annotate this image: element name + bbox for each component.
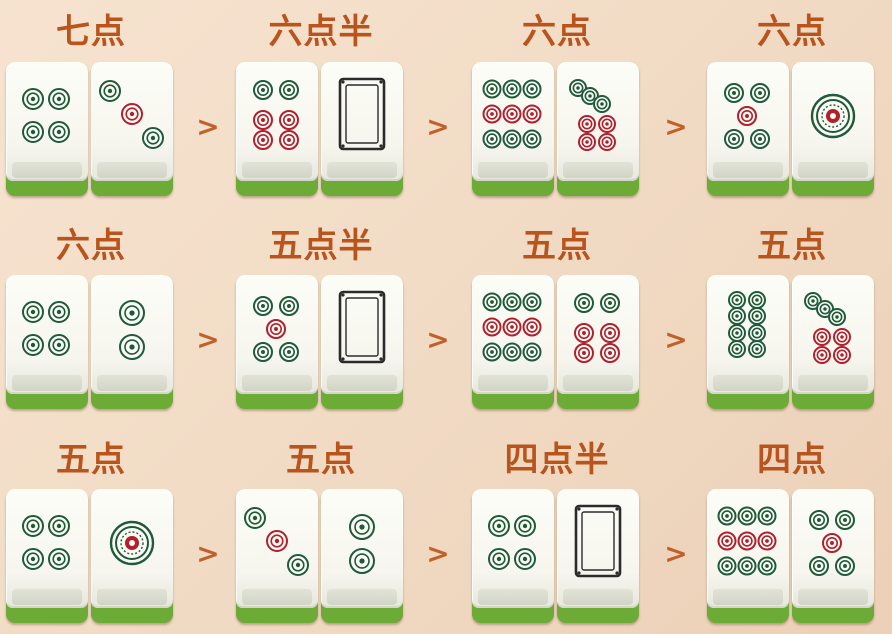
tile-lip	[327, 589, 397, 605]
tile-lip	[478, 162, 548, 178]
tile-lip	[798, 162, 868, 178]
group-rank-title: 四点半	[504, 440, 610, 480]
mahjong-tile-9-circles	[472, 62, 554, 196]
tile-lip	[478, 589, 548, 605]
mahjong-tile-6-circles	[557, 275, 639, 409]
tile-lip	[97, 589, 167, 605]
mahjong-tile-white-dragon	[557, 489, 639, 623]
group-rank-title: 四点	[757, 440, 827, 480]
tile-face	[6, 489, 88, 608]
tile-lip	[563, 589, 633, 605]
tile-lip	[327, 162, 397, 178]
tile-face	[472, 275, 554, 394]
tile-lip	[563, 162, 633, 178]
mahjong-tile-1-circle	[792, 62, 874, 196]
group-rank-title: 五点	[286, 440, 356, 480]
group-rank-title: 七点	[56, 12, 126, 52]
mahjong-tile-7-circles	[792, 275, 874, 409]
tile-face	[91, 62, 173, 181]
tile-face	[321, 275, 403, 394]
tile-face	[472, 489, 554, 608]
group-rank-title: 六点	[757, 12, 827, 52]
tile-face	[321, 489, 403, 608]
tile-face	[236, 62, 318, 181]
tile-face	[236, 275, 318, 394]
tile-face	[792, 275, 874, 394]
tile-face	[472, 62, 554, 181]
tile-lip	[327, 375, 397, 391]
tile-face	[557, 62, 639, 181]
greater-than-arrow: >	[426, 110, 450, 143]
mahjong-tile-white-dragon	[321, 275, 403, 409]
tile-face	[707, 489, 789, 608]
mahjong-tile-5-circles	[707, 62, 789, 196]
tile-lip	[12, 162, 82, 178]
group-rank-title: 五点	[56, 440, 126, 480]
group-rank-title: 六点	[56, 226, 126, 266]
tile-lip	[798, 375, 868, 391]
tile-face	[91, 275, 173, 394]
mahjong-tile-white-dragon	[321, 62, 403, 196]
tile-lip	[242, 589, 312, 605]
tile-face	[557, 489, 639, 608]
group-rank-title: 六点	[522, 12, 592, 52]
mahjong-tile-2-circles	[91, 275, 173, 409]
greater-than-arrow: >	[426, 323, 450, 356]
tile-lip	[242, 375, 312, 391]
mahjong-tile-2-circles	[321, 489, 403, 623]
mahjong-tile-9-circles	[472, 275, 554, 409]
tile-lip	[242, 162, 312, 178]
mahjong-tile-3-circles	[91, 62, 173, 196]
tile-face	[792, 62, 874, 181]
mahjong-tile-5-circles	[236, 275, 318, 409]
group-rank-title: 六点半	[268, 12, 374, 52]
tile-face	[557, 275, 639, 394]
greater-than-arrow: >	[196, 110, 220, 143]
mahjong-tile-7-circles	[557, 62, 639, 196]
tile-face	[707, 275, 789, 394]
group-rank-title: 五点半	[268, 226, 374, 266]
mahjong-tile-4-circles	[472, 489, 554, 623]
greater-than-arrow: >	[196, 537, 220, 570]
mahjong-tile-4-circles	[6, 489, 88, 623]
mahjong-tile-4-circles	[6, 275, 88, 409]
greater-than-arrow: >	[664, 323, 688, 356]
tile-face	[6, 62, 88, 181]
greater-than-arrow: >	[196, 323, 220, 356]
tile-face	[236, 489, 318, 608]
tile-face	[792, 489, 874, 608]
mahjong-tile-6-circles	[236, 62, 318, 196]
tile-lip	[713, 375, 783, 391]
mahjong-tile-9-circles	[707, 489, 789, 623]
greater-than-arrow: >	[426, 537, 450, 570]
mahjong-tile-8-circles	[707, 275, 789, 409]
tile-lip	[713, 162, 783, 178]
mahjong-tile-3-circles	[236, 489, 318, 623]
greater-than-arrow: >	[664, 110, 688, 143]
mahjong-tile-1-circle	[91, 489, 173, 623]
mahjong-tile-5-circles	[792, 489, 874, 623]
mahjong-tile-4-circles	[6, 62, 88, 196]
tile-lip	[97, 375, 167, 391]
tile-lip	[478, 375, 548, 391]
tile-lip	[713, 589, 783, 605]
tile-lip	[12, 589, 82, 605]
tile-face	[91, 489, 173, 608]
tile-face	[707, 62, 789, 181]
tile-lip	[798, 589, 868, 605]
group-rank-title: 五点	[522, 226, 592, 266]
group-rank-title: 五点	[757, 226, 827, 266]
greater-than-arrow: >	[664, 537, 688, 570]
tile-lip	[12, 375, 82, 391]
tile-lip	[563, 375, 633, 391]
tile-lip	[97, 162, 167, 178]
tile-face	[6, 275, 88, 394]
tile-face	[321, 62, 403, 181]
